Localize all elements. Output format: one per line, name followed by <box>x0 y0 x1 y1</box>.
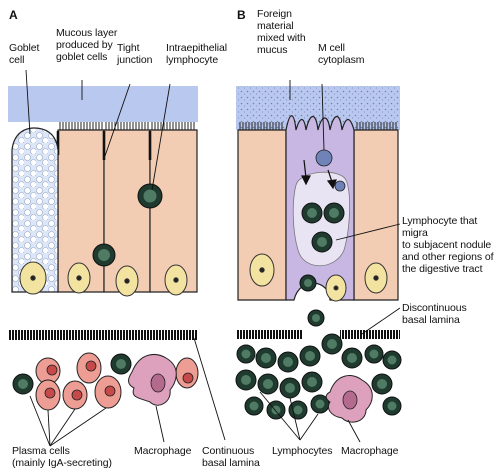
panel-label-b: B <box>237 8 246 22</box>
label-lymphocytes: Lymphocytes <box>272 445 332 457</box>
label-goblet-cell: Goblet cell <box>9 42 39 66</box>
label-m-cell-cytoplasm: M cell cytoplasm <box>318 42 364 66</box>
lymphocytes-b <box>236 334 401 419</box>
microvilli <box>60 122 194 130</box>
label-migrating-lymphocyte: Lymphocyte that migra to subjacent nodul… <box>402 215 504 275</box>
panel-b-drawing <box>236 86 401 422</box>
label-continuous-basal-lamina: Continuous basal lamina <box>202 445 260 469</box>
panel-a-drawing <box>8 86 198 410</box>
label-intraepithelial-lymphocyte: Intraepithelial lymphocyte <box>166 42 227 66</box>
continuous-basal-lamina <box>8 330 198 340</box>
label-mucous-layer: Mucous layer produced by goblet cells <box>56 27 117 63</box>
label-plasma-cells: Plasma cells (mainly IgA-secreting) <box>12 445 112 469</box>
macrophage-b-nucleus <box>343 391 357 409</box>
label-foreign-material: Foreign material mixed with mucus <box>257 8 306 56</box>
mucous-layer <box>8 86 198 122</box>
discontinuous-basal-lamina <box>236 330 400 339</box>
label-macrophage-a: Macrophage <box>134 445 191 457</box>
macrophage-a-nucleus <box>151 374 165 392</box>
label-macrophage-b: Macrophage <box>341 445 398 457</box>
label-discontinuous-basal-lamina: Discontinuous basal lamina <box>402 302 467 326</box>
panel-label-a: A <box>9 8 18 22</box>
label-tight-junction: Tight junction <box>117 42 152 66</box>
